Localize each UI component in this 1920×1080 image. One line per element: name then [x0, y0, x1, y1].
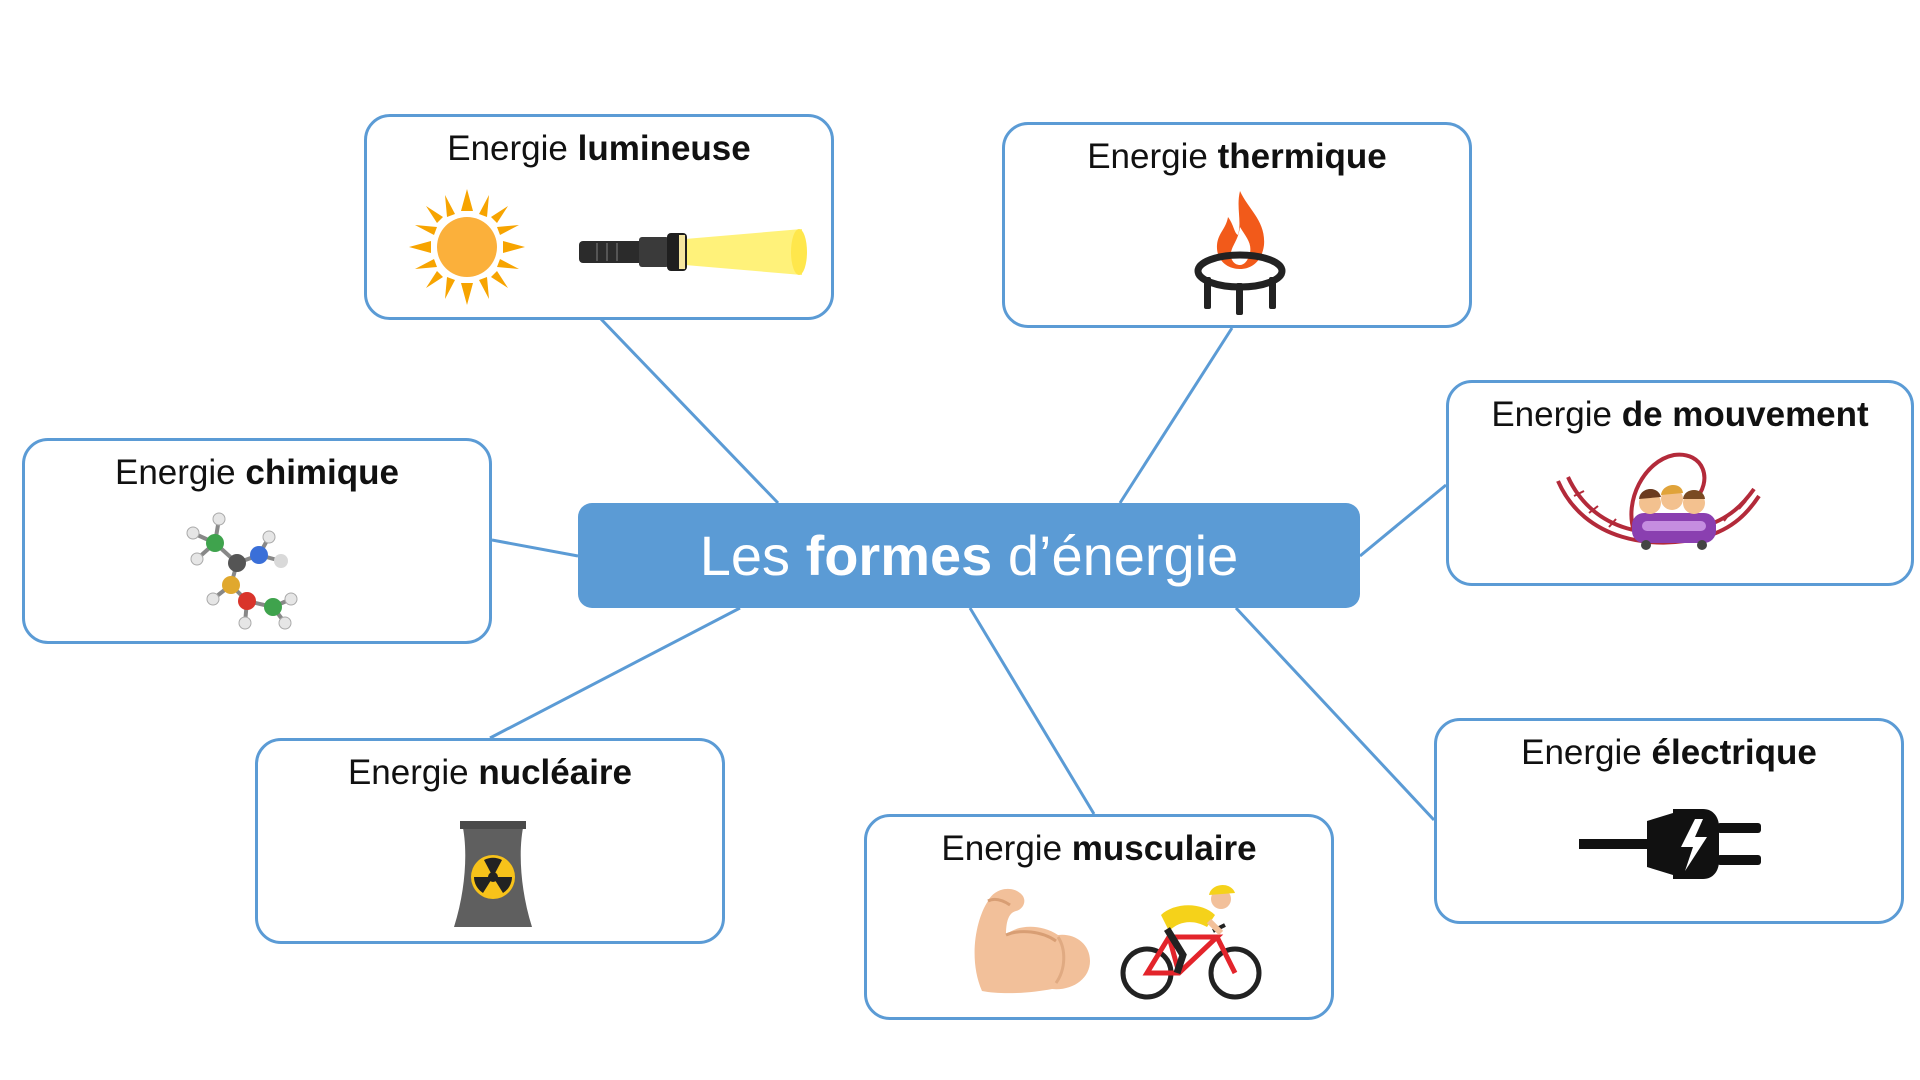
- node-thermique: Energie thermique: [1002, 122, 1472, 328]
- flexed-arm-icon: [974, 888, 1090, 994]
- connector-lumineuse: [598, 316, 780, 505]
- connector-electrique: [1234, 606, 1436, 822]
- node-lumineuse: Energie lumineuse: [364, 114, 834, 320]
- node-title: Energie thermique: [1087, 137, 1387, 176]
- cyclist-icon: [1120, 884, 1262, 1000]
- node-mouvement: Energie de mouvement: [1446, 380, 1914, 586]
- central-title: Les formes d’énergie: [578, 503, 1360, 608]
- sun-icon: [409, 189, 525, 305]
- connector-nucleaire: [489, 606, 741, 740]
- node-electrique: Energie électrique: [1434, 718, 1904, 924]
- node-nucleaire: Energie nucléaire: [255, 738, 725, 944]
- nuclear-plant-icon: [454, 821, 532, 927]
- node-title: Energie lumineuse: [447, 129, 751, 168]
- molecule-icon: [186, 512, 298, 630]
- node-title: Energie musculaire: [941, 829, 1257, 868]
- node-chimique: Energie chimique: [22, 438, 492, 644]
- connector-musculaire: [968, 607, 1096, 815]
- roller-coaster-icon: [1556, 452, 1761, 550]
- node-title: Energie chimique: [114, 453, 399, 492]
- electric-plug-icon: [1579, 809, 1761, 879]
- flashlight-icon: [579, 229, 807, 275]
- node-title: Energie électrique: [1521, 733, 1817, 772]
- node-title: Energie de mouvement: [1491, 395, 1869, 434]
- connector-mouvement: [1359, 483, 1447, 558]
- node-title: Energie nucléaire: [347, 753, 633, 792]
- connector-thermique: [1118, 327, 1234, 504]
- gas-burner-flame-icon: [1194, 191, 1286, 315]
- connector-chimique: [491, 538, 579, 558]
- node-musculaire: Energie musculaire: [864, 814, 1334, 1020]
